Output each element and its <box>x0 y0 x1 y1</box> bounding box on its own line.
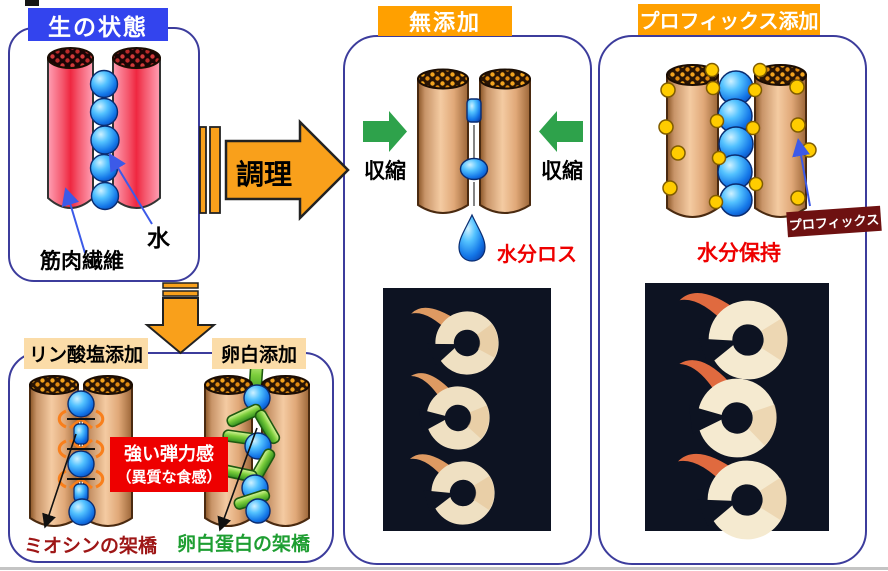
annotation-arrow-eggwhite <box>217 427 258 532</box>
water-loss-label: 水分ロス <box>497 244 577 266</box>
annotation-arrow-myosin <box>42 433 77 529</box>
water-retention-label: 水分保持 <box>697 242 781 265</box>
shrink-label-left: 収縮 <box>364 160 406 183</box>
muscle-fiber-label: 筋肉繊維 <box>40 250 124 273</box>
shrink-arrow-left <box>363 111 407 152</box>
water-droplet-icon <box>458 213 486 262</box>
shrimp-shapes-no-additive <box>405 299 493 518</box>
squeezed-water <box>459 98 489 181</box>
annotation-arrow-profix <box>792 138 811 207</box>
texture-note-line2: （異質な食感） <box>116 468 222 486</box>
texture-note-line1: 強い弾力感 <box>124 443 214 464</box>
profix-title: プロフィックス添加 <box>638 4 820 35</box>
slide-bottom-edge <box>0 567 888 570</box>
fast-forward-bar <box>162 282 199 289</box>
muscle-fiber-cylinders-no-additive <box>417 68 531 214</box>
raw-state-title: 生の状態 <box>28 8 168 41</box>
shrink-label-right: 収縮 <box>541 160 583 183</box>
slide-top-tick <box>25 0 39 6</box>
phosphate-crosslinks <box>57 390 105 526</box>
cooking-arrow-label: 調理 <box>236 159 293 190</box>
egg-white-caption: 卵白蛋白の架橋 <box>177 534 311 555</box>
fast-forward-bar <box>199 126 207 214</box>
water-spheres-raw <box>89 69 120 211</box>
annotation-arrow-fiber <box>61 187 86 254</box>
muscle-fiber-cylinders-profix <box>666 64 807 218</box>
water-spheres-profix <box>717 70 754 217</box>
cooking-arrow <box>199 118 350 222</box>
annotation-arrow-water <box>108 152 153 225</box>
fast-forward-bar <box>209 126 221 214</box>
myosin-caption: ミオシンの架橋 <box>24 536 158 557</box>
phosphate-title: リン酸塩添加 <box>24 338 148 369</box>
eggwhite-crosslinks <box>220 384 281 524</box>
shrimp-shapes-profix <box>669 286 778 534</box>
down-arrow <box>144 282 217 355</box>
muscle-fiber-cylinders-phosphate <box>29 375 133 527</box>
texture-note: 強い弾力感 （異質な食感） <box>110 437 228 492</box>
water-label: 水 <box>147 225 170 251</box>
shrink-arrow-right <box>539 111 583 152</box>
fast-forward-bar <box>162 290 199 297</box>
egg-white-title: 卵白添加 <box>212 338 306 369</box>
no-additive-title: 無添加 <box>378 6 512 36</box>
